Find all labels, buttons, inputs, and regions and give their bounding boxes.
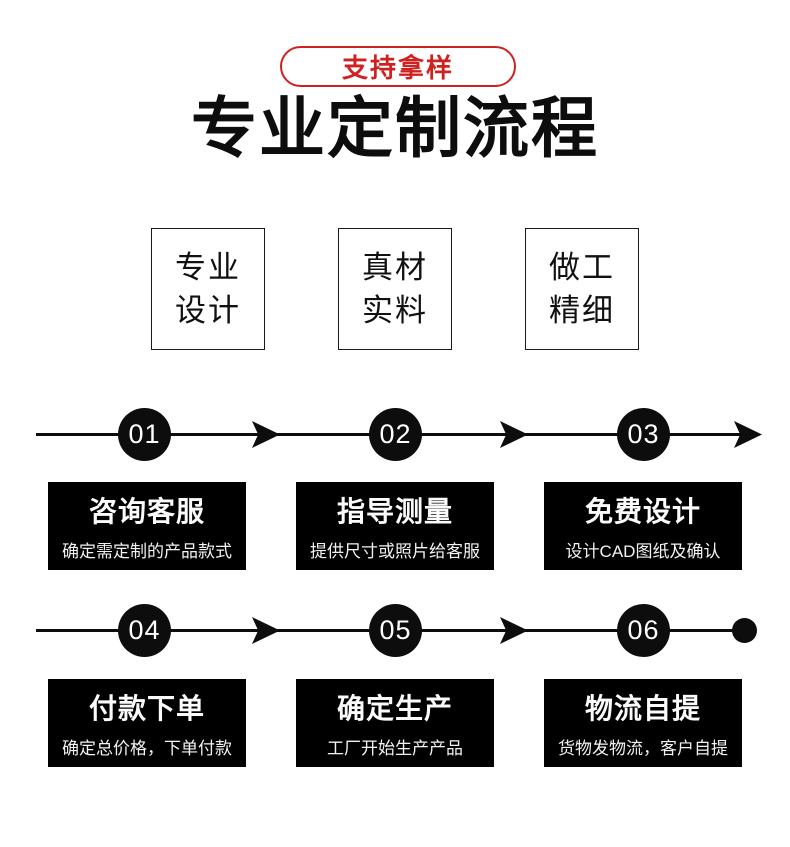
step-description: 货物发物流，客户自提 [558, 739, 728, 758]
step-description: 设计CAD图纸及确认 [565, 542, 721, 561]
step-box-consult-service: 咨询客服 确定需定制的产品款式 [48, 482, 246, 570]
feature-label-line: 真材 [362, 249, 428, 285]
step-description: 确定需定制的产品款式 [62, 542, 232, 561]
feature-list: 专业 设计 真材 实料 做工 精细 [0, 228, 790, 350]
step-number-badge-05: 05 [369, 604, 422, 657]
step-box-logistics-pickup: 物流自提 货物发物流，客户自提 [544, 679, 742, 767]
step-title: 咨询客服 [88, 496, 205, 527]
step-box-confirm-production: 确定生产 工厂开始生产产品 [296, 679, 494, 767]
step-number-badge-03: 03 [617, 408, 670, 461]
step-title: 物流自提 [584, 693, 701, 724]
feature-label-line: 精细 [549, 293, 615, 328]
sample-support-badge-label: 支持拿样 [341, 53, 454, 83]
step-description: 工厂开始生产产品 [327, 739, 463, 758]
feature-label-line: 做工 [549, 249, 615, 285]
step-number-badge-02: 02 [369, 408, 422, 461]
step-title: 指导测量 [336, 496, 453, 527]
step-number-badge-01: 01 [118, 408, 171, 461]
sample-support-badge: 支持拿样 [280, 46, 516, 87]
feature-label-line: 设计 [175, 293, 241, 328]
feature-box-materials: 真材 实料 [338, 228, 452, 350]
timeline-row-2: 04 05 06 [0, 602, 790, 660]
step-title: 付款下单 [88, 693, 205, 724]
step-box-pay-order: 付款下单 确定总价格，下单付款 [48, 679, 246, 767]
step-box-free-design: 免费设计 设计CAD图纸及确认 [544, 482, 742, 570]
step-title: 免费设计 [584, 496, 701, 527]
step-description: 确定总价格，下单付款 [62, 739, 232, 758]
step-number-badge-06: 06 [617, 604, 670, 657]
page-title: 专业定制流程 [191, 91, 599, 165]
timeline-end-dot-icon [732, 618, 757, 643]
step-number-badge-04: 04 [118, 604, 171, 657]
feature-box-design: 专业 设计 [151, 228, 265, 350]
step-title: 确定生产 [336, 693, 453, 724]
timeline-row-1: 01 02 03 [0, 406, 790, 464]
step-box-guided-measurement: 指导测量 提供尺寸或照片给客服 [296, 482, 494, 570]
feature-label-line: 专业 [175, 249, 241, 285]
feature-box-workmanship: 做工 精细 [525, 228, 639, 350]
step-description: 提供尺寸或照片给客服 [310, 542, 480, 561]
feature-label-line: 实料 [362, 293, 428, 328]
